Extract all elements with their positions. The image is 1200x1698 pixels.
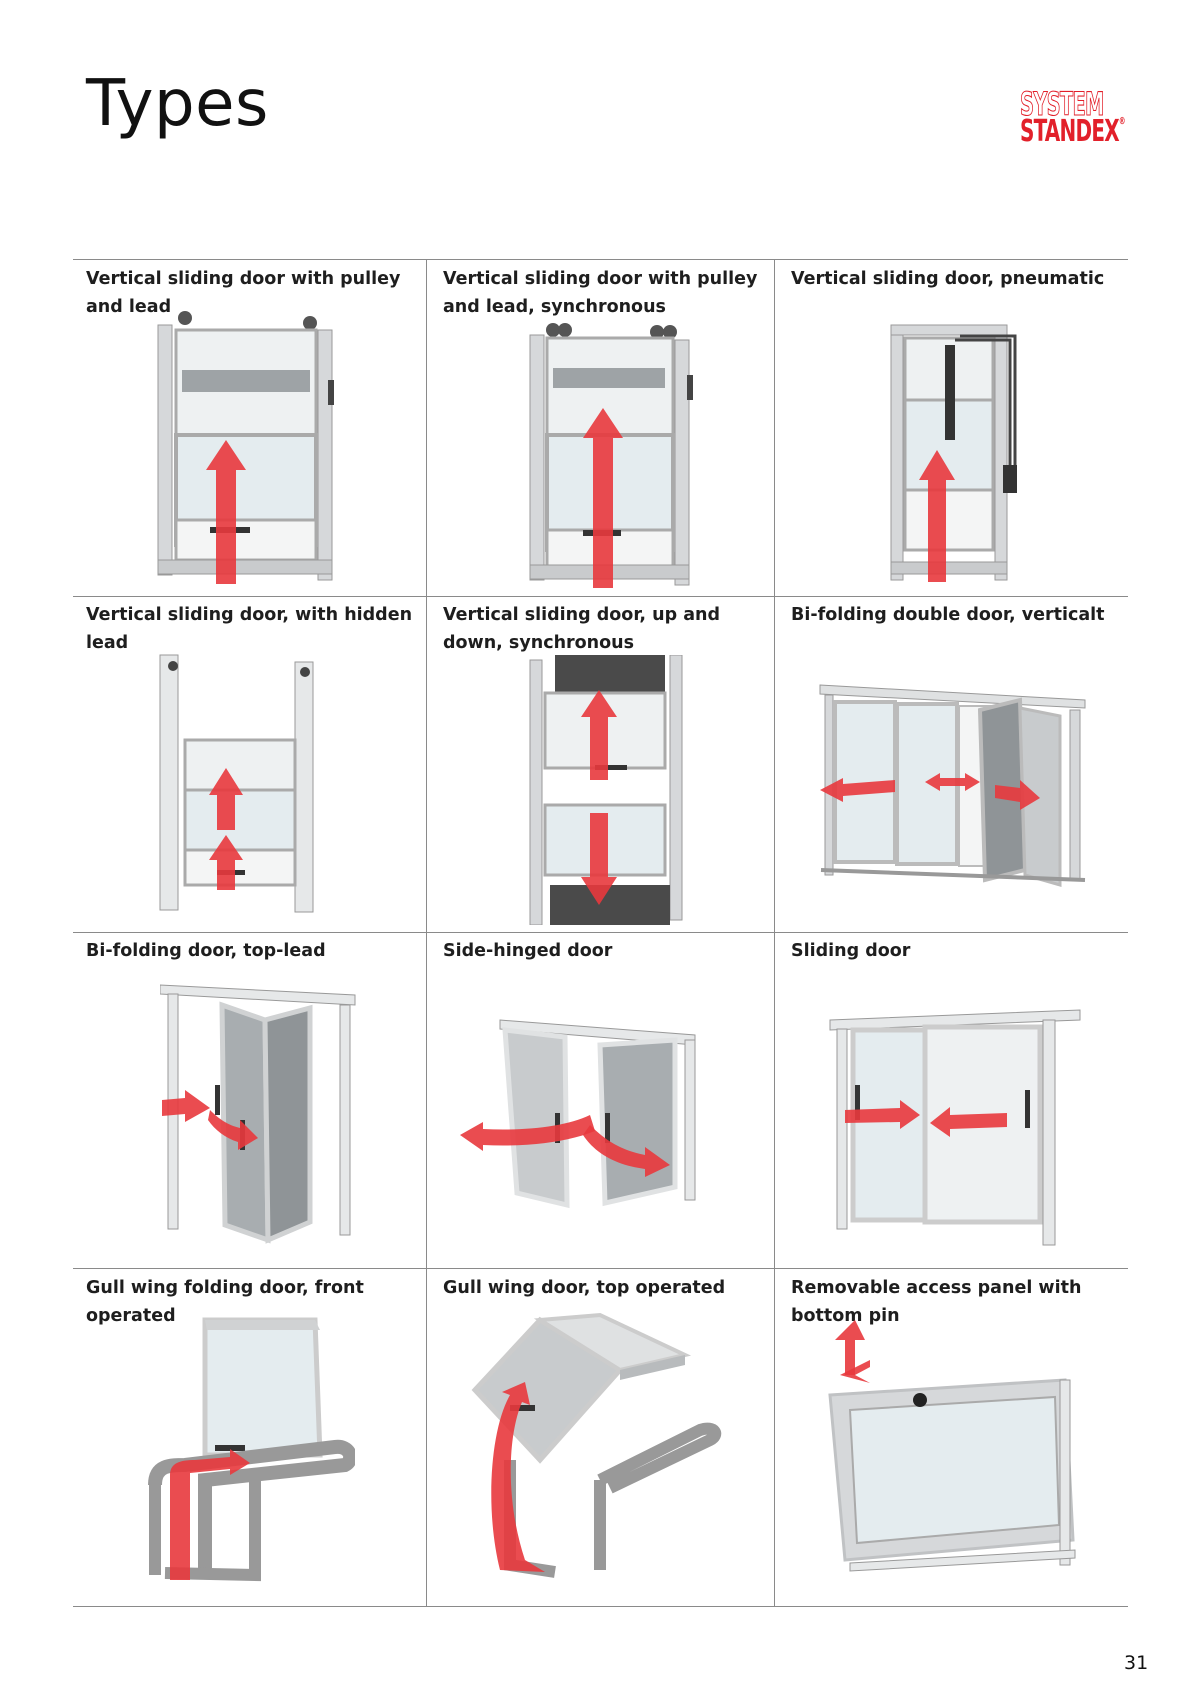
caption-removable-access-panel: Removable access panel with bottom pin: [791, 1278, 1082, 1326]
caption-bi-folding-double-vertical: Bi-folding double door, verticalt: [791, 605, 1105, 625]
side-hinged-door-illustration: [460, 1019, 696, 1209]
vertical-sliding-door-hidden-lead-illustration: [159, 654, 314, 913]
vertical-sliding-door-pulley-lead-illustration: [157, 311, 334, 584]
caption-gull-wing-front-operated: Gull wing folding door, front operated: [86, 1278, 364, 1326]
vertical-sliding-door-pneumatic-illustration: [890, 324, 1017, 582]
row-rule-4: [73, 1268, 1128, 1269]
column-rule: [774, 932, 775, 1268]
page-title: Types: [86, 67, 269, 141]
caption-vertical-sliding-up-down: Vertical sliding door, up and down, sync…: [443, 605, 720, 653]
page-number: 31: [1124, 1652, 1149, 1674]
vertical-sliding-door-synchronous-illustration: [529, 323, 693, 588]
row-rule-5: [73, 1606, 1128, 1607]
row-rule-3: [73, 932, 1128, 933]
bi-folding-door-top-lead-illustration: [160, 984, 356, 1244]
bi-folding-double-door-illustration: [819, 684, 1086, 887]
caption-side-hinged-door: Side-hinged door: [443, 941, 613, 961]
logo-line-standex: STANDEX®: [1020, 114, 1126, 149]
column-rule: [774, 1268, 775, 1606]
column-rule: [426, 932, 427, 1268]
caption-vertical-sliding-pulley-lead: Vertical sliding door with pulley and le…: [86, 269, 401, 317]
column-rule: [774, 596, 775, 932]
caption-gull-wing-top-operated: Gull wing door, top operated: [443, 1278, 726, 1298]
gull-wing-folding-door-illustration: [148, 1317, 355, 1582]
column-rule: [426, 1268, 427, 1606]
system-standex-logo: SYSTEM STANDEX®: [1020, 85, 1126, 153]
caption-vertical-sliding-pulley-lead-synchronous: Vertical sliding door with pulley and le…: [443, 269, 758, 317]
caption-vertical-sliding-hidden-lead: Vertical sliding door, with hidden lead: [86, 605, 413, 653]
vertical-sliding-door-up-down-illustration: [529, 655, 683, 925]
column-rule: [426, 596, 427, 932]
caption-sliding-door: Sliding door: [791, 941, 911, 961]
row-rule-1: [73, 259, 1128, 260]
column-rule: [774, 259, 775, 596]
caption-bi-folding-top-lead: Bi-folding door, top-lead: [86, 941, 326, 961]
row-rule-2: [73, 596, 1128, 597]
gull-wing-door-top-operated-illustration: [471, 1312, 722, 1578]
logo-line-system: SYSTEM: [1020, 85, 1105, 124]
caption-vertical-sliding-pneumatic: Vertical sliding door, pneumatic: [791, 269, 1105, 289]
column-rule: [426, 259, 427, 596]
removable-access-panel-illustration: [828, 1320, 1076, 1572]
sliding-door-illustration: [829, 1009, 1081, 1246]
